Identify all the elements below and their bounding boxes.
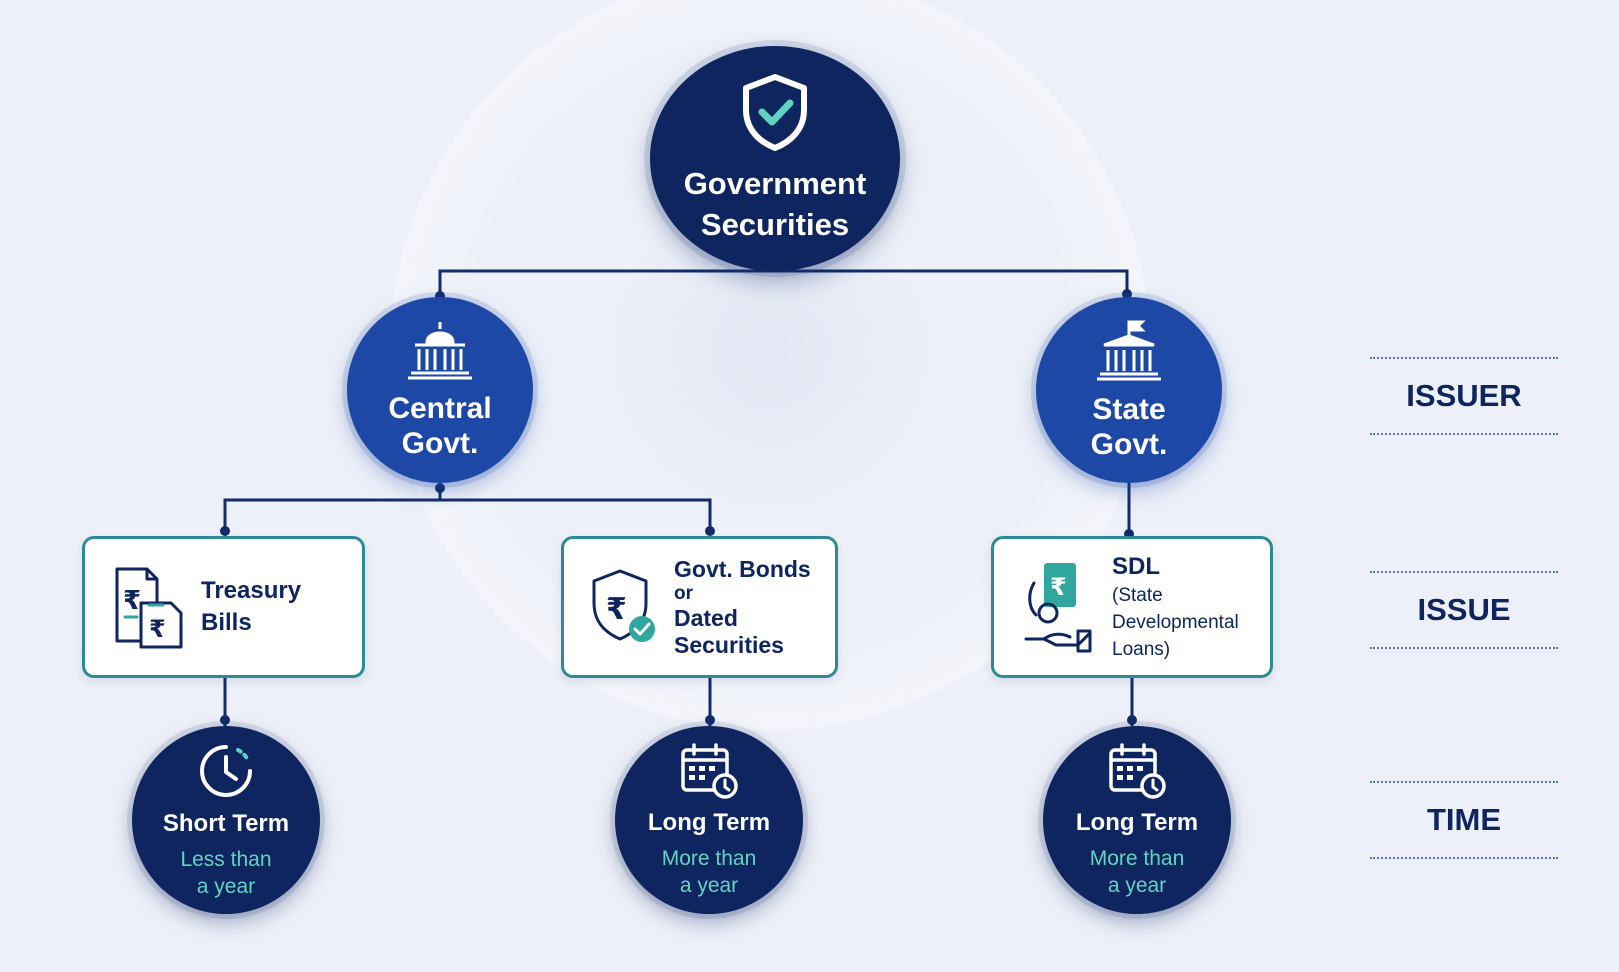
sdl-line1: SDL [1112,552,1160,580]
bonds-line4: Securities [674,631,784,658]
issuer-central-line2: Govt. [401,426,479,460]
flag-building-icon [1094,319,1164,388]
time-long2-term: Long Term [1075,808,1199,836]
bonds-line3: Dated [674,604,738,631]
sdl-line4: Loans) [1112,638,1171,660]
time-long1-sub2: a year [679,873,739,897]
time-long2-sub1: More than [1089,846,1185,870]
time-long2-sub2: a year [1107,873,1167,897]
time-long1-sub1: More than [661,846,757,870]
bonds-line1: Govt. Bonds [674,555,811,582]
issue-govt-bonds-card: ₹ Govt. Bonds or Dated Securities [561,536,838,678]
level-divider [1370,357,1558,359]
level-time-label: TIME [1426,802,1502,837]
svg-text:₹: ₹ [1050,573,1067,601]
level-issue-label: ISSUE [1417,592,1511,627]
connector-central-to-issues [223,483,712,533]
sdl-line2: (State [1112,584,1163,606]
time-short-term: Short Term [162,809,290,837]
bonds-line2: or [674,582,693,604]
capitol-building-icon [405,320,475,387]
treasury-line2: Bills [201,609,252,636]
time-long-state-node: Long Term More than a year [1043,726,1231,914]
calendar-clock-icon [679,742,739,805]
level-divider [1370,571,1558,573]
svg-text:₹: ₹ [606,592,627,627]
root-label: Government Securities [683,166,867,242]
svg-text:₹: ₹ [123,586,141,616]
level-issuer: ISSUER [1370,357,1558,435]
issuer-central-line1: Central [388,391,492,425]
level-divider [1370,647,1558,649]
issuer-central-node: Central Govt. [347,297,533,483]
calendar-clock-icon [1107,742,1167,805]
level-divider [1370,433,1558,435]
issuer-state-line2: Govt. [1090,427,1168,461]
level-time: TIME [1370,781,1558,859]
level-issuer-label: ISSUER [1406,378,1522,413]
time-short-sub1: Less than [180,847,272,871]
level-divider [1370,781,1558,783]
level-divider [1370,857,1558,859]
connector-root-to-issuers [438,269,1129,298]
svg-text:₹: ₹ [149,615,166,643]
rupee-documents-icon: ₹ ₹ [111,565,187,649]
time-short-node: Short Term Less than a year [132,726,320,914]
rupee-shield-icon: ₹ [588,567,658,647]
shield-check-icon [738,72,812,157]
clock-icon [196,741,256,806]
root-node: Government Securities [650,46,900,271]
issuer-state-node: State Govt. [1036,297,1222,483]
time-long-central-node: Long Term More than a year [615,726,803,914]
time-short-sub2: a year [196,874,256,898]
rupee-hand-icon: ₹ [1022,559,1094,655]
treasury-line1: Treasury [201,577,302,604]
level-issue: ISSUE [1370,571,1558,649]
issue-sdl-card: ₹ SDL (State Developmental Loans) [991,536,1273,678]
time-long1-term: Long Term [647,808,771,836]
issuer-state-line1: State [1092,392,1166,426]
sdl-line3: Developmental [1112,611,1239,633]
issue-treasury-bills-card: ₹ ₹ Treasury Bills [82,536,365,678]
